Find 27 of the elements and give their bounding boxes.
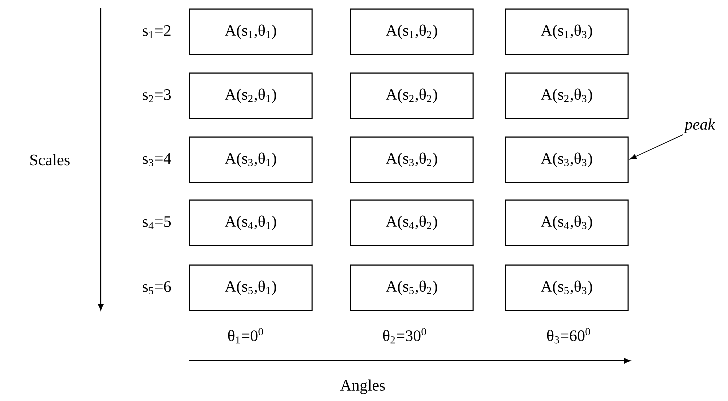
cell-box: A(s$_{1}$,θ$_{2}$): [350, 8, 474, 56]
row-label: s$_{3}$=4: [143, 153, 172, 167]
cell-box: A(s$_{2}$,θ$_{1}$): [189, 72, 313, 120]
cell-box: A(s$_{1}$,θ$_{1}$): [189, 8, 313, 56]
cell-box: A(s$_{5}$,θ$_{2}$): [350, 264, 474, 312]
row-label: s$_{2}$=3: [143, 90, 171, 102]
leader-line: [630, 134, 684, 160]
row-label: s$_{1}$=2: [143, 26, 171, 38]
cell-box: A(s$_{3}$,θ$_{2}$): [350, 136, 474, 184]
column-label: θ$_{2}$=30$^{0}$: [383, 328, 426, 344]
cell-box: A(s$_{1}$,θ$_{3}$): [505, 8, 629, 56]
axis-label: Scales: [30, 154, 70, 166]
cell-box: A(s$_{4}$,θ$_{2}$): [350, 200, 474, 246]
column-label: θ$_{1}$=0$^{0}$: [228, 328, 264, 344]
cell-box: A(s$_{3}$,θ$_{1}$): [189, 136, 313, 184]
cell-box: A(s$_{4}$,θ$_{1}$): [189, 200, 313, 246]
axis-label: Angles: [340, 380, 386, 394]
cell-box: A(s$_{3}$,θ$_{3}$): [505, 136, 629, 184]
callout-text: peak: [684, 118, 716, 134]
row-label: s$_{4}$=5: [143, 216, 171, 230]
column-label: θ$_{3}$=60$^{0}$: [547, 328, 590, 344]
cell-box: A(s$_{5}$,θ$_{3}$): [505, 264, 629, 312]
cell-box: A(s$_{2}$,θ$_{2}$): [350, 72, 474, 120]
cell-box: A(s$_{5}$,θ$_{1}$): [189, 264, 313, 312]
row-label: s$_{5}$=6: [143, 281, 172, 295]
cell-box: A(s$_{4}$,θ$_{3}$): [505, 200, 629, 246]
cell-box: A(s$_{2}$,θ$_{3}$): [505, 72, 629, 120]
